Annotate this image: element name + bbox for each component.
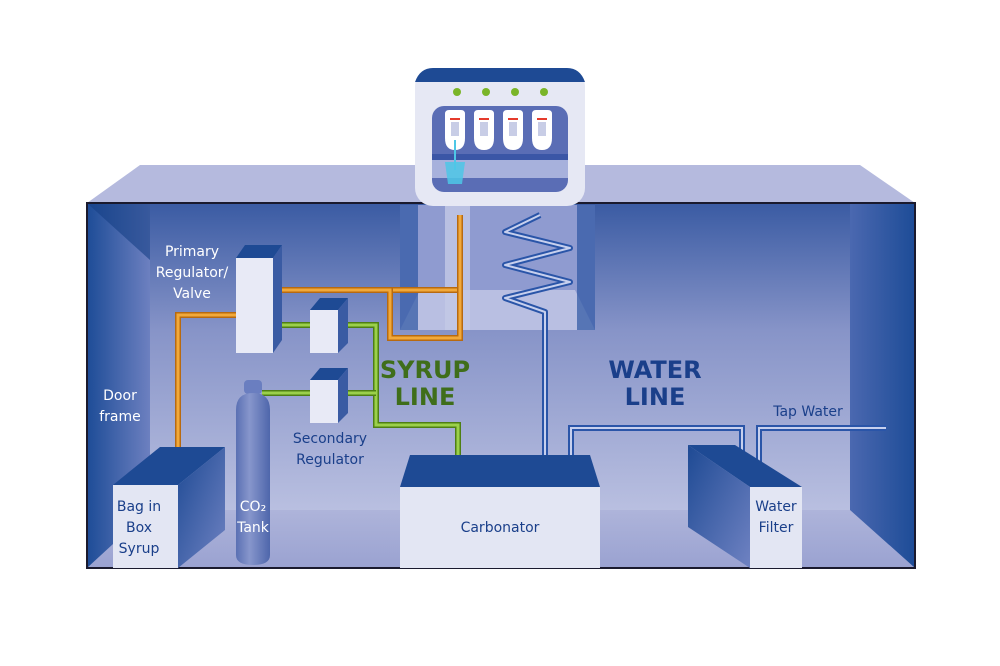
label-tap-water: Tap Water [772, 404, 843, 420]
label-syrup-line-1: SYRUP [380, 356, 470, 384]
label-primary-regulator-3: Valve [173, 286, 211, 302]
door-frame-shade [87, 203, 150, 260]
syrup-line-loop-highlight [282, 288, 462, 340]
label-water-filter-1: Water [755, 499, 797, 515]
indicator-light [511, 88, 519, 96]
nozzle [532, 110, 552, 150]
indicator-lights [453, 88, 548, 96]
secondary-regulator-lower [310, 368, 348, 423]
indicator-light [482, 88, 490, 96]
label-door-frame-1: Door [103, 388, 137, 404]
cooling-well-left-side [400, 205, 418, 330]
nozzles [445, 110, 552, 150]
nozzle [474, 110, 494, 150]
primary-regulator [236, 245, 282, 353]
co2-tank [236, 380, 270, 565]
label-secondary-regulator-1: Secondary [293, 431, 367, 447]
indicator-light [453, 88, 461, 96]
drip-bar [432, 154, 568, 160]
secondary-regulator-upper [310, 298, 348, 353]
water-line [542, 320, 886, 465]
nozzle [503, 110, 523, 150]
water-filter [688, 445, 802, 568]
label-co2-tank-2: Tank [236, 520, 270, 536]
cooling-well-right-side [577, 205, 595, 330]
label-water-line-1: WATER [608, 356, 701, 384]
cabinet-right-wall [850, 203, 915, 568]
label-secondary-regulator-2: Regulator [296, 452, 364, 468]
water-coil-highlight [504, 214, 571, 320]
label-bag-in-box-1: Bag in [117, 499, 161, 515]
label-primary-regulator-1: Primary [165, 244, 219, 260]
dispenser-top-band [415, 68, 585, 82]
drip-tray [432, 160, 568, 178]
label-bag-in-box-2: Box [126, 520, 152, 536]
carbonator [400, 455, 600, 568]
label-syrup-line-2: LINE [395, 383, 456, 411]
dispenser [415, 68, 585, 206]
cooling-well-floor [400, 290, 595, 330]
indicator-light [540, 88, 548, 96]
label-water-line-2: LINE [625, 383, 686, 411]
label-carbonator: Carbonator [461, 520, 540, 536]
cup-icon [445, 162, 465, 184]
label-water-filter-2: Filter [759, 520, 794, 536]
label-door-frame-2: frame [99, 409, 141, 425]
label-bag-in-box-3: Syrup [119, 541, 160, 557]
label-co2-tank-1: CO₂ [240, 499, 266, 515]
bag-in-box [113, 447, 225, 568]
label-primary-regulator-2: Regulator/ [156, 265, 229, 281]
nozzle [445, 110, 465, 150]
